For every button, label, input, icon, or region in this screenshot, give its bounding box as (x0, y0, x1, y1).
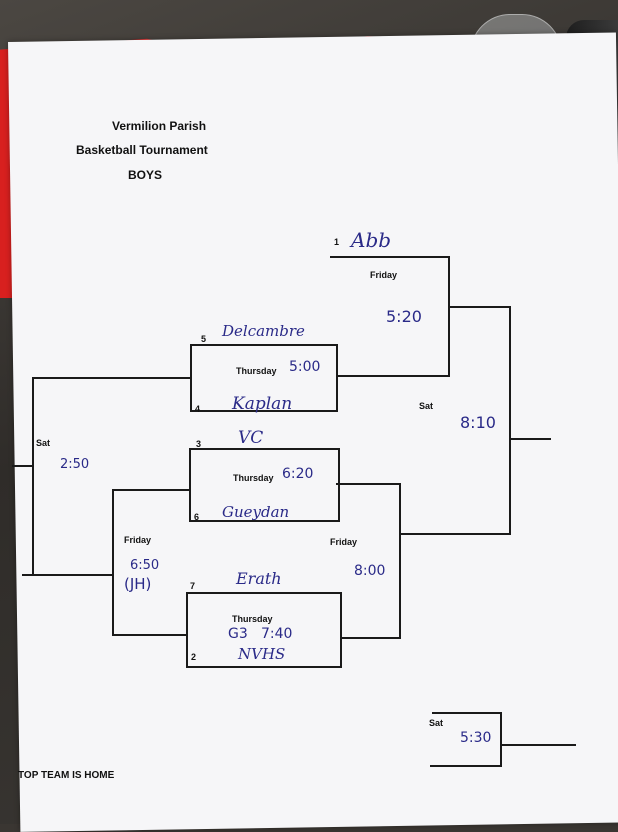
thursday-1-time: 5:00 (289, 359, 321, 375)
thursday-3-time: 7:40 (261, 626, 293, 642)
footer-note: TOP TEAM IS HOME (18, 770, 115, 781)
sat-left-time: 2:50 (60, 457, 90, 472)
bracket-line-sat-right-vertical (509, 306, 511, 534)
team-nvhs: NVHS (238, 645, 286, 663)
seed-6: 6 (194, 512, 200, 522)
friday-left-time: 6:50 (130, 558, 160, 573)
seed-4: 4 (195, 404, 201, 414)
team-erath: Erath (236, 569, 282, 588)
title-line-3: BOYS (128, 168, 163, 182)
bracket-line-friday-left-bottom (112, 634, 188, 636)
bracket-line-sat-bottom-vertical (500, 712, 502, 766)
bracket-line-friday-right-top (336, 483, 400, 485)
sat-bottom-day: Sat (429, 718, 444, 728)
title-line-1: Vermilion Parish (112, 119, 207, 133)
bracket-line-sat-bottom-top (432, 712, 502, 714)
friday-top-day: Friday (370, 270, 398, 280)
game-box-thursday-2 (189, 448, 340, 522)
bracket-line-sat-left-out (12, 465, 34, 467)
friday-left-note: (JH) (124, 575, 152, 593)
seed-1: 1 (334, 237, 340, 247)
seed-5: 5 (201, 334, 207, 344)
team-kaplan: Kaplan (232, 394, 293, 414)
sat-left-day: Sat (36, 438, 51, 448)
bracket-line-friday-right-bottom (340, 637, 401, 639)
sat-bottom-time: 5:30 (460, 730, 492, 746)
bracket-line-friday-left-vertical (112, 489, 114, 635)
bracket-line-friday-top-bottom (336, 375, 450, 377)
thursday-3-game: G3 (228, 626, 248, 642)
sat-right-day: Sat (419, 401, 434, 411)
thursday-3-day: Thursday (232, 614, 273, 624)
sat-right-time: 8:10 (460, 413, 496, 432)
thursday-2-day: Thursday (233, 473, 274, 483)
seed-3: 3 (196, 439, 202, 449)
bracket-line-friday-left-top (113, 489, 191, 491)
seed-7: 7 (190, 581, 196, 591)
bracket-line-sat-right-top (450, 306, 510, 308)
friday-right-day: Friday (330, 537, 358, 547)
bracket-line-sat-left-top (32, 377, 192, 379)
bracket-line-sat-left-vertical (32, 377, 34, 575)
thursday-1-day: Thursday (236, 366, 277, 376)
bracket-line-sat-bottom-out (502, 744, 576, 746)
thursday-2-time: 6:20 (282, 466, 314, 482)
bracket-line-sat-bottom-bottom (430, 765, 502, 767)
bracket-line-friday-right-vertical (399, 483, 401, 639)
title-line-2: Basketball Tournament (76, 143, 208, 157)
friday-right-time: 8:00 (354, 563, 386, 579)
friday-left-day: Friday (124, 535, 152, 545)
bracket-line-sat-right-bottom (400, 533, 511, 535)
bracket-line-abb (330, 256, 450, 258)
team-vc: VC (238, 428, 264, 448)
bracket-line-friday-top-right (448, 256, 450, 376)
team-abb: Abb (351, 228, 392, 252)
team-delcambre: Delcambre (222, 322, 305, 340)
team-gueydan: Gueydan (222, 503, 290, 521)
seed-2: 2 (191, 652, 197, 662)
game-box-thursday-3 (186, 592, 342, 668)
friday-top-time: 5:20 (386, 307, 422, 326)
bracket-line-champion (511, 438, 551, 440)
bracket-line-sat-left-bottom (22, 574, 114, 576)
